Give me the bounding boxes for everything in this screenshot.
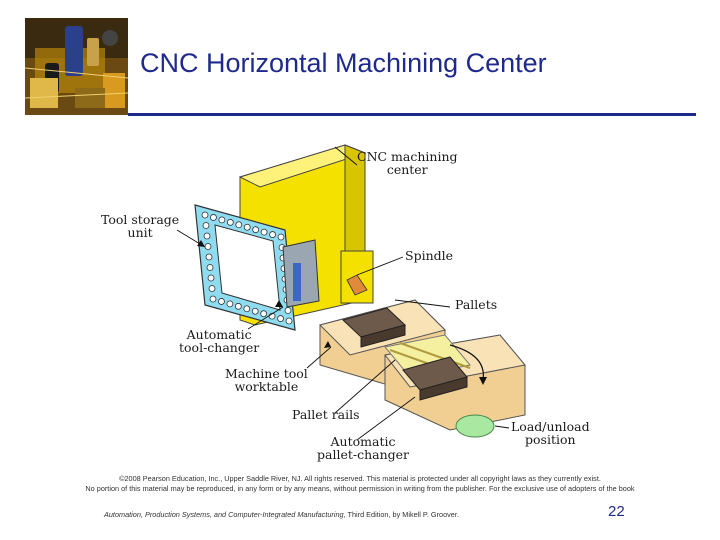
tool-pocket xyxy=(277,233,285,241)
tool-pocket xyxy=(252,226,260,234)
spindle-head xyxy=(282,239,368,308)
tool-pocket xyxy=(243,305,251,313)
book-title: Automation, Production Systems, and Comp… xyxy=(104,510,346,519)
page-number: 22 xyxy=(608,503,625,520)
tool-pocket xyxy=(209,295,217,303)
tool-pocket xyxy=(277,315,284,322)
label-spindle: Spindle xyxy=(405,248,454,263)
label-automatic-pallet-changer: Automatic pallet-changer xyxy=(317,434,410,462)
label-cnc-machining-center: CNC machining center xyxy=(357,149,458,177)
tool-pocket xyxy=(234,302,242,310)
tool-pocket xyxy=(269,231,276,238)
copyright-notice: ©2008 Pearson Education, Inc., Upper Sad… xyxy=(0,474,720,494)
tool-pocket xyxy=(226,300,234,308)
header-photo xyxy=(25,18,128,115)
machining-center-diagram: CNC machining center Tool storage unit S… xyxy=(95,125,615,465)
tool-pocket xyxy=(205,253,213,261)
tool-pocket xyxy=(207,274,215,282)
label-automatic-tool-changer: Automatic tool-changer xyxy=(179,327,260,355)
label-machine-tool-worktable: Machine tool worktable xyxy=(225,366,308,394)
copyright-line-1: ©2008 Pearson Education, Inc., Upper Sad… xyxy=(119,474,601,483)
pallet-1 xyxy=(342,307,406,348)
tool-pocket xyxy=(208,285,216,292)
tool-pocket xyxy=(204,243,212,250)
page-title: CNC Horizontal Machining Center xyxy=(140,48,547,78)
label-load-unload-position: Load/unload position xyxy=(511,419,590,447)
tool-pocket xyxy=(206,264,214,271)
tool-pocket xyxy=(218,216,226,224)
tool-pocket xyxy=(210,214,217,221)
book-credit: Automation, Production Systems, and Comp… xyxy=(104,510,459,519)
tool-pocket xyxy=(226,218,234,226)
tool-pocket xyxy=(218,298,225,305)
tool-pocket xyxy=(203,232,211,240)
label-tool-storage-unit: Tool storage unit xyxy=(101,212,180,240)
book-author: Third Edition, by Mikell P. Groover. xyxy=(345,510,459,519)
tool-pocket xyxy=(202,222,210,229)
copyright-line-2: No portion of this material may be repro… xyxy=(85,484,635,493)
tool-pocket xyxy=(284,307,292,314)
label-pallets: Pallets xyxy=(455,297,498,312)
tool-storage-unit xyxy=(194,204,296,331)
tool-pocket xyxy=(260,310,268,318)
pallet-2 xyxy=(402,356,468,401)
label-pallet-rails: Pallet rails xyxy=(292,407,360,422)
load-unload-pad xyxy=(455,414,495,438)
tool-pocket xyxy=(201,211,209,219)
tool-pocket xyxy=(285,317,293,325)
tool-pocket xyxy=(235,221,243,229)
tool-pocket xyxy=(243,223,251,231)
title-divider xyxy=(128,113,696,116)
tool-pocket xyxy=(260,228,268,236)
tool-pocket xyxy=(251,307,259,315)
